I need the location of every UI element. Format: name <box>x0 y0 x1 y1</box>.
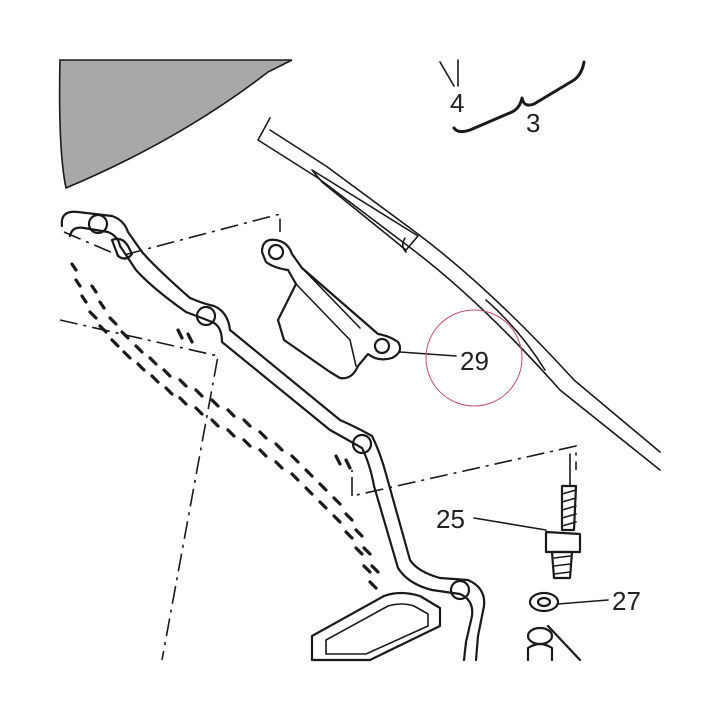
leader-27 <box>557 599 609 605</box>
gasket-cover <box>60 210 486 662</box>
cable <box>257 117 661 471</box>
alignment-lines <box>59 212 577 661</box>
callout-4: 4 <box>450 88 464 118</box>
leader-29 <box>399 351 457 357</box>
highlight-circle-29 <box>425 309 523 407</box>
callout-3: 3 <box>526 108 540 138</box>
housing-shade <box>58 59 293 190</box>
callout-27: 27 <box>612 586 641 616</box>
leader-25 <box>473 517 547 531</box>
callout-29: 29 <box>460 346 489 376</box>
washer-27 <box>526 591 582 662</box>
stud-bolt-25 <box>544 453 582 580</box>
rib-pattern <box>70 262 380 590</box>
bracket-clip-29 <box>260 238 402 380</box>
brace-3-4 <box>439 59 586 134</box>
callout-25: 25 <box>436 504 465 534</box>
